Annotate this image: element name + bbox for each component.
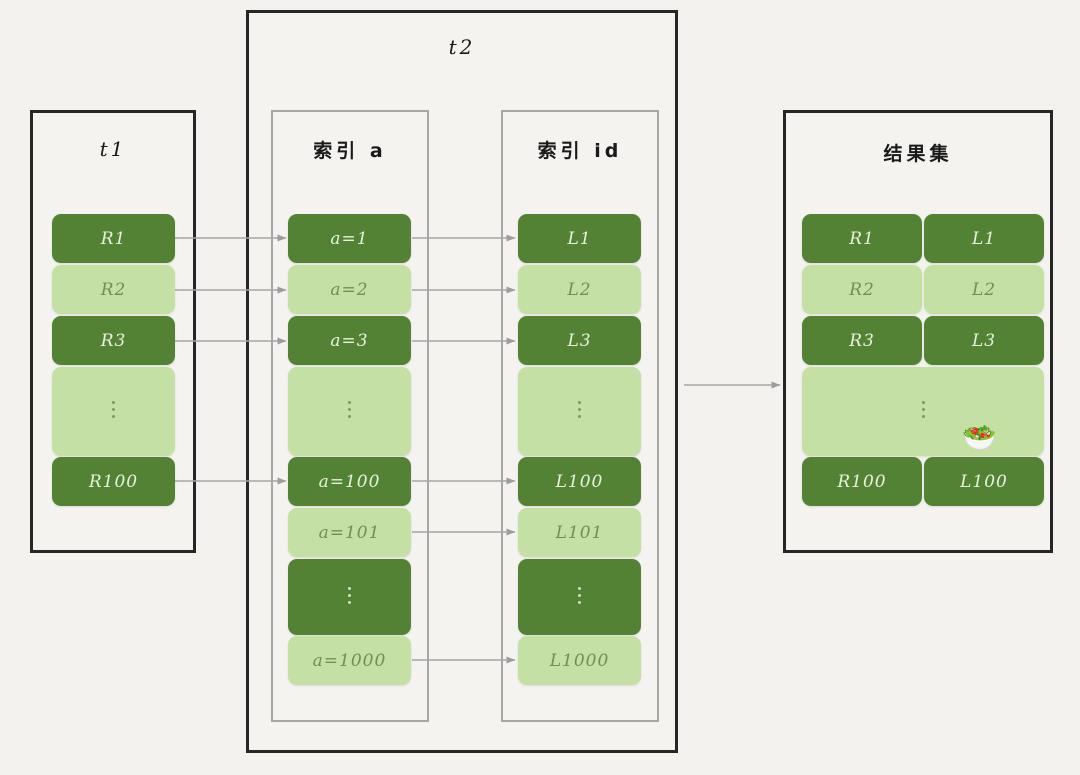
cell-label: L2 xyxy=(567,279,592,300)
cell-label: R3 xyxy=(849,330,875,351)
cell-index-id-ellipsis-2[interactable] xyxy=(518,559,641,635)
cell-index-a-101[interactable]: a=101 xyxy=(288,508,411,557)
cell-index-a-1000[interactable]: a=1000 xyxy=(288,636,411,685)
cell-label: R1 xyxy=(100,228,127,249)
cell-label: R2 xyxy=(849,279,875,300)
cell-index-id-l1000[interactable]: L1000 xyxy=(518,636,641,685)
cell-label: a=1000 xyxy=(312,650,387,671)
cell-result-r1[interactable]: R1 xyxy=(802,214,922,263)
cell-result-r3[interactable]: R3 xyxy=(802,316,922,365)
cell-index-a-2[interactable]: a=2 xyxy=(288,265,411,314)
cell-index-id-l3[interactable]: L3 xyxy=(518,316,641,365)
cell-t1-ellipsis[interactable] xyxy=(52,367,175,456)
cell-label: L3 xyxy=(567,330,592,351)
cell-index-a-1[interactable]: a=1 xyxy=(288,214,411,263)
cell-index-id-l1[interactable]: L1 xyxy=(518,214,641,263)
cell-t1-r3[interactable]: R3 xyxy=(52,316,175,365)
cell-t1-r100[interactable]: R100 xyxy=(52,457,175,506)
cell-label: a=1 xyxy=(330,228,369,249)
vertical-ellipsis-icon xyxy=(112,397,115,422)
cell-index-a-3[interactable]: a=3 xyxy=(288,316,411,365)
frame-t1-title: t1 xyxy=(99,137,127,161)
cell-index-id-l101[interactable]: L101 xyxy=(518,508,641,557)
frame-index-a-title: 索引 a xyxy=(313,140,387,162)
vertical-ellipsis-icon xyxy=(921,397,925,422)
vertical-ellipsis-icon xyxy=(348,397,351,422)
cell-label: L2 xyxy=(971,279,997,300)
cell-result-r2[interactable]: R2 xyxy=(802,265,922,314)
vertical-ellipsis-icon xyxy=(578,397,581,422)
cell-result-r100[interactable]: R100 xyxy=(802,457,922,506)
cell-result-l1[interactable]: L1 xyxy=(924,214,1044,263)
cell-index-a-ellipsis-2[interactable] xyxy=(288,559,411,635)
vertical-ellipsis-icon xyxy=(578,583,581,608)
cell-result-l2[interactable]: L2 xyxy=(924,265,1044,314)
cell-index-id-l2[interactable]: L2 xyxy=(518,265,641,314)
cell-label: R1 xyxy=(849,228,875,249)
cell-result-ellipsis[interactable] xyxy=(802,367,1044,456)
cell-label: R3 xyxy=(100,330,127,351)
cell-t1-r1[interactable]: R1 xyxy=(52,214,175,263)
cell-result-l100[interactable]: L100 xyxy=(924,457,1044,506)
cell-index-id-l100[interactable]: L100 xyxy=(518,457,641,506)
cell-label: a=100 xyxy=(318,471,381,492)
cell-label: a=101 xyxy=(318,522,381,543)
cell-label: a=3 xyxy=(330,330,369,351)
frame-result-set-title: 结果集 xyxy=(883,143,953,165)
cell-label: L3 xyxy=(971,330,997,351)
cell-label: L1000 xyxy=(549,650,610,671)
cell-result-l3[interactable]: L3 xyxy=(924,316,1044,365)
cell-label: L101 xyxy=(555,522,604,543)
cell-index-a-100[interactable]: a=100 xyxy=(288,457,411,506)
frame-index-id-title: 索引 id xyxy=(537,140,623,162)
cell-index-id-ellipsis-1[interactable] xyxy=(518,367,641,456)
frame-t2-title: t2 xyxy=(448,35,476,59)
vertical-ellipsis-icon xyxy=(348,583,351,608)
cell-label: L100 xyxy=(555,471,604,492)
salad-bowl-emoji: 🥗 xyxy=(962,421,997,454)
cell-label: R100 xyxy=(837,471,887,492)
cell-index-a-ellipsis-1[interactable] xyxy=(288,367,411,456)
cell-label: L1 xyxy=(567,228,592,249)
cell-t1-r2[interactable]: R2 xyxy=(52,265,175,314)
cell-label: L100 xyxy=(960,471,1008,492)
cell-label: a=2 xyxy=(330,279,369,300)
cell-label: L1 xyxy=(971,228,997,249)
cell-label: R100 xyxy=(88,471,139,492)
cell-label: R2 xyxy=(100,279,127,300)
